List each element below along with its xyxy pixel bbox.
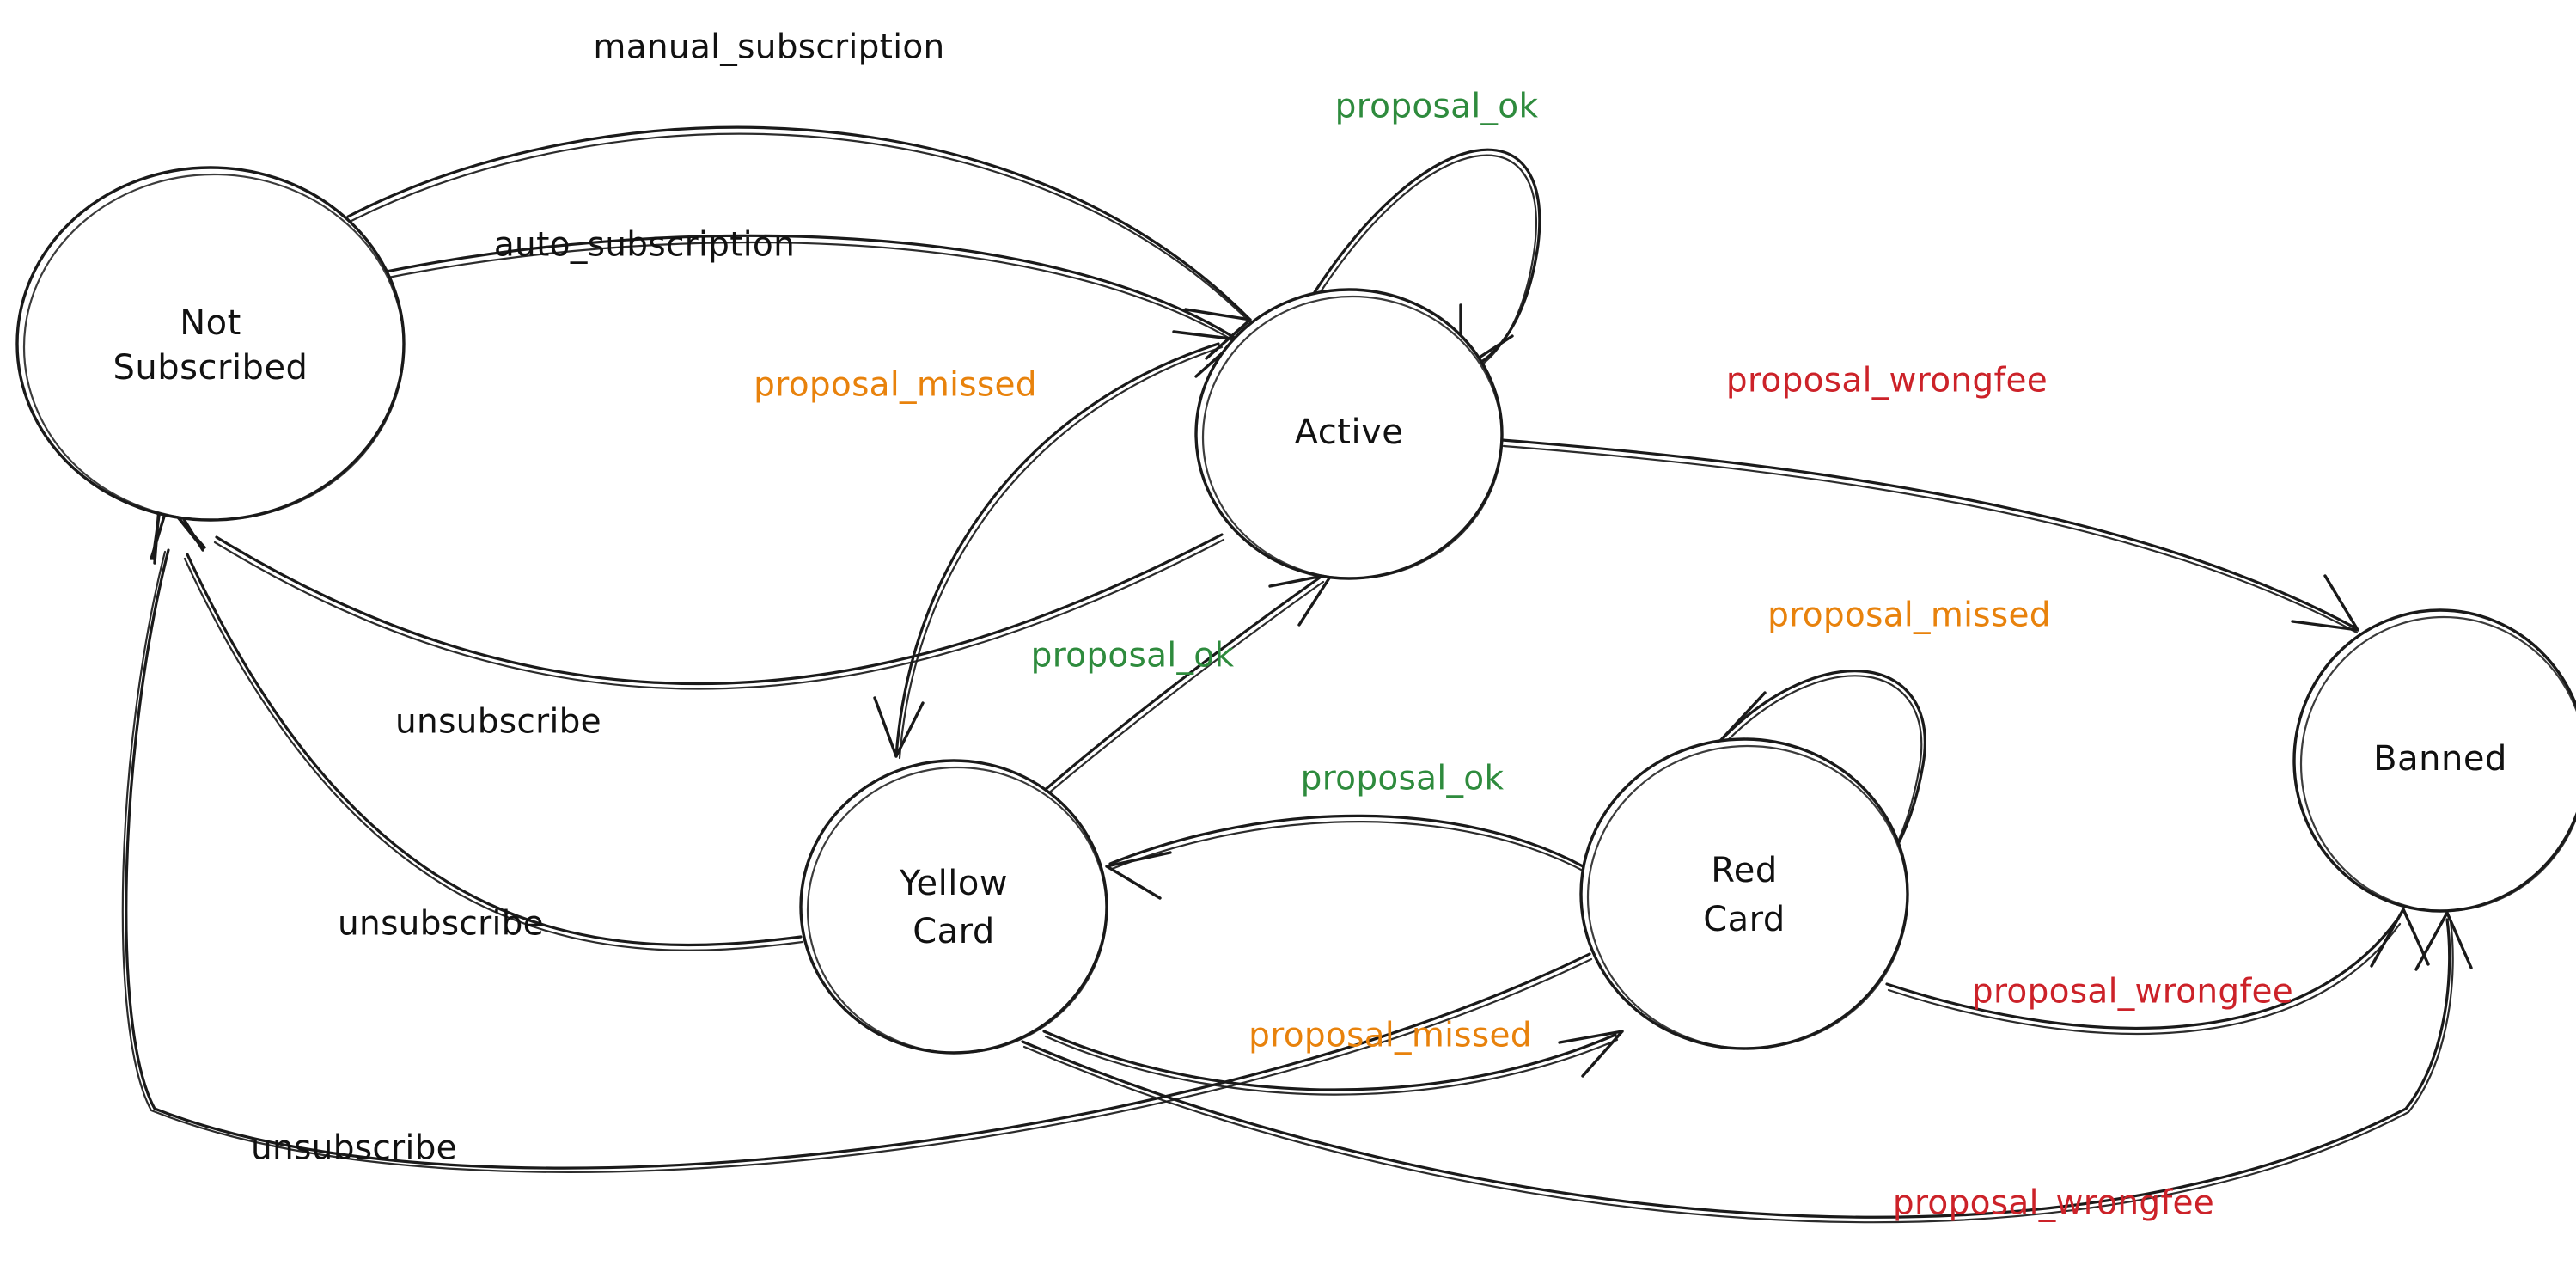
node-not-subscribed[interactable]: Not Subscribed: [15, 166, 406, 522]
edge-label-yellow-unsubscribe: unsubscribe: [338, 905, 544, 944]
edge-yellow-to-banned-proposal-wrongfee[interactable]: [1021, 911, 2473, 1224]
edge-yellow-to-active-proposal-ok[interactable]: [1042, 572, 1334, 796]
edge-label-active-banned-wrongfee: proposal_wrongfee: [1726, 362, 2048, 400]
edge-active-to-yellow-proposal-missed[interactable]: [873, 342, 1224, 760]
edge-label-active-unsubscribe: unsubscribe: [395, 703, 601, 742]
edge-label-yellow-active-ok: proposal_ok: [1031, 637, 1235, 676]
edge-yellow-to-red-proposal-missed[interactable]: [1042, 1030, 1624, 1096]
node-label-line1: Red: [1711, 851, 1778, 890]
edge-label-red-self-missed: proposal_missed: [1767, 596, 2051, 635]
edge-red-to-yellow-proposal-ok[interactable]: [1105, 814, 1590, 900]
node-active[interactable]: Active: [1194, 288, 1504, 580]
node-label-line1: Active: [1295, 413, 1404, 452]
edge-active-to-banned-proposal-wrongfee[interactable]: [1500, 438, 2359, 634]
edge-label-active-yellow-missed: proposal_missed: [754, 366, 1037, 405]
edge-label-yellow-red-missed: proposal_missed: [1248, 1017, 1532, 1055]
edge-label-red-unsubscribe: unsubscribe: [251, 1129, 457, 1168]
edge-label-auto-subscription: auto_subscription: [494, 226, 795, 265]
edge-label-red-yellow-ok: proposal_ok: [1301, 760, 1505, 798]
node-label-line2: Subscribed: [113, 348, 308, 388]
edge-label-yellow-banned-wrongfee: proposal_wrongfee: [1893, 1184, 2214, 1223]
edge-auto-subscription[interactable]: [368, 234, 1242, 378]
edge-manual-subscription[interactable]: [346, 125, 1254, 360]
edge-label-manual-subscription: manual_subscription: [593, 28, 944, 67]
edge-label-red-banned-wrongfee: proposal_wrongfee: [1972, 973, 2293, 1012]
node-label-line2: Card: [1703, 900, 1785, 939]
node-label-line2: Card: [913, 912, 995, 951]
node-banned[interactable]: Banned: [2292, 608, 2576, 913]
node-label-line1: Not: [180, 303, 241, 343]
edge-red-to-banned-proposal-wrongfee[interactable]: [1885, 908, 2430, 1036]
node-red-card[interactable]: Red Card: [1579, 737, 1909, 1050]
node-label-line1: Banned: [2373, 739, 2507, 779]
edge-label-active-self-proposal-ok: proposal_ok: [1335, 88, 1539, 126]
node-yellow-card[interactable]: Yellow Card: [799, 759, 1108, 1055]
node-label-line1: Yellow: [899, 864, 1008, 903]
